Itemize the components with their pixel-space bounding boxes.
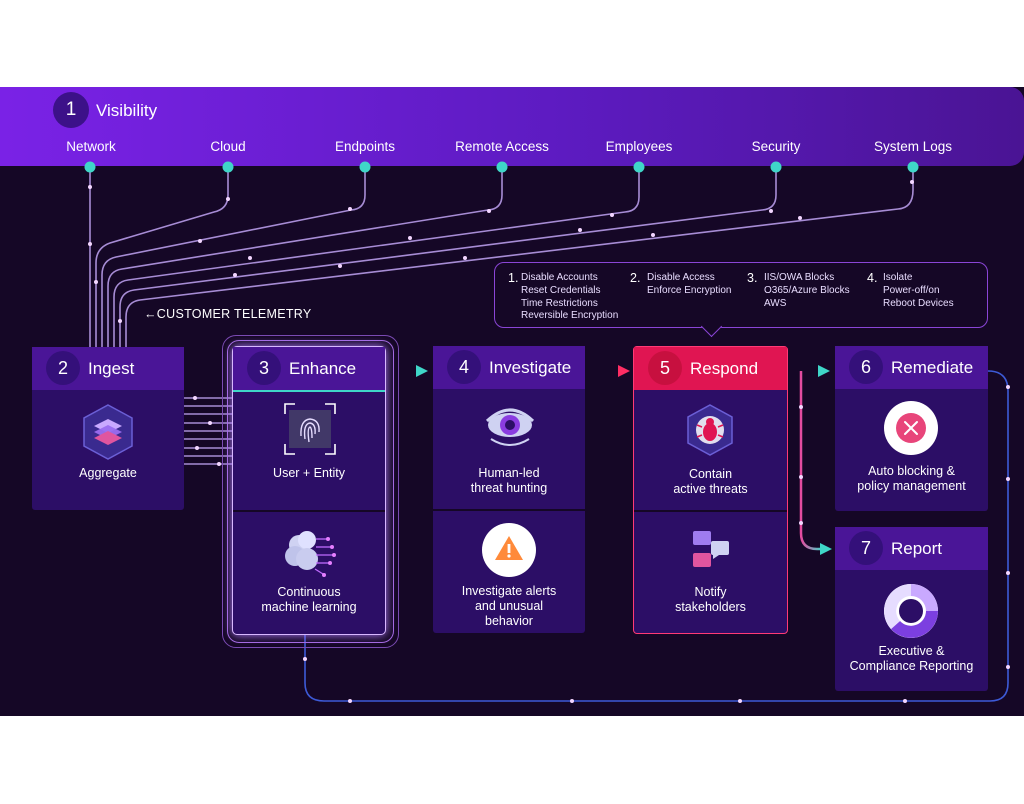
enhance-glow-inner <box>227 340 394 643</box>
report-exec-label: Executive & Compliance Reporting <box>849 644 974 673</box>
remediate-step-number: 6 <box>849 350 883 384</box>
report-title: Report <box>891 539 943 558</box>
chat-bubbles-icon <box>693 531 729 567</box>
respond-step-number: 5 <box>648 351 682 385</box>
customer-telemetry-label: ←CUSTOMER TELEMETRY <box>144 307 312 321</box>
source-system-logs: System Logs <box>873 139 953 154</box>
eye-icon <box>485 408 535 446</box>
respond-notify-label: Notify stakeholders <box>675 585 746 614</box>
investigate-divider <box>433 509 585 511</box>
ingest-step-number: 2 <box>46 351 80 385</box>
remediate-blocking-label: Auto blocking & policy management <box>857 464 966 493</box>
bug-shield-icon <box>687 404 733 456</box>
enhance-divider <box>233 510 385 512</box>
stage-enhance: 3 Enhance User + Entity Continuous machi… <box>232 346 386 635</box>
ingest-header: 2 Ingest <box>32 347 184 390</box>
callout-num-4: 4. <box>867 271 878 285</box>
visibility-band: 1 Visibility Network Cloud Endpoints Rem… <box>0 87 1024 166</box>
connector-wires <box>84 161 1010 703</box>
source-endpoints: Endpoints <box>334 139 396 154</box>
callout-num-2: 2. <box>630 271 641 285</box>
stage-remediate: 6 Remediate Auto blocking & policy manag… <box>835 346 988 511</box>
respond-divider <box>634 510 787 512</box>
report-step-number: 7 <box>849 531 883 565</box>
brain-circuit-icon <box>285 531 336 577</box>
respond-title: Respond <box>690 359 759 378</box>
stage-respond: 5 Respond Contain active threats Notify … <box>633 346 788 634</box>
response-actions-callout: 1. Disable Accounts Reset Credentials Ti… <box>494 262 988 328</box>
diagram-canvas: 1 Visibility Network Cloud Endpoints Rem… <box>0 87 1024 716</box>
warning-triangle-icon <box>482 523 536 577</box>
callout-text-4: Isolate Power-off/on Reboot Devices <box>883 272 954 309</box>
callout-text-1: Disable Accounts Reset Credentials Time … <box>521 272 619 322</box>
remediate-header: 6 Remediate <box>835 346 988 389</box>
close-circle-icon <box>884 401 938 455</box>
callout-num-1: 1. <box>508 271 519 285</box>
investigate-header: 4 Investigate <box>433 346 585 389</box>
source-remote-access: Remote Access <box>455 139 549 154</box>
visibility-title: Visibility <box>96 101 158 120</box>
source-security: Security <box>751 139 801 154</box>
remediate-title: Remediate <box>891 358 974 377</box>
enhance-step-number: 3 <box>247 351 281 385</box>
callout-text-2: Disable Access Enforce Encryption <box>647 272 732 296</box>
ingest-aggregate-label: Aggregate <box>79 466 137 480</box>
report-header: 7 Report <box>835 527 988 570</box>
investigate-title: Investigate <box>489 358 572 377</box>
source-employees: Employees <box>605 139 673 154</box>
investigate-alerts-label: Investigate alerts and unusual behavior <box>461 584 557 628</box>
stage-report: 7 Report Executive & Compliance Reportin… <box>835 527 988 691</box>
enhance-header: 3 Enhance <box>233 347 385 392</box>
enhance-glow-outer <box>222 335 399 648</box>
callout-text-3: IIS/OWA Blocks O365/Azure Blocks AWS <box>764 272 850 309</box>
respond-contain-label: Contain active threats <box>673 467 748 496</box>
enhance-user-entity-label: User + Entity <box>273 466 345 480</box>
donut-chart-icon <box>884 584 938 638</box>
investigate-step-number: 4 <box>447 350 481 384</box>
investigate-hunting-label: Human-led threat hunting <box>470 466 548 495</box>
source-network: Network <box>66 139 116 154</box>
enhance-title: Enhance <box>289 359 357 378</box>
respond-header: 5 Respond <box>634 347 787 390</box>
stage-ingest: 2 Ingest Aggregate <box>32 347 184 510</box>
ingest-title: Ingest <box>88 359 135 378</box>
callout-num-3: 3. <box>747 271 758 285</box>
source-cloud: Cloud <box>210 139 246 154</box>
enhance-ml-label: Continuous machine learning <box>261 585 357 614</box>
layers-stack-icon <box>83 404 133 460</box>
stage-investigate: 4 Investigate Human-led threat hunting I… <box>433 346 585 633</box>
visibility-step-number: 1 <box>53 92 89 128</box>
fingerprint-scan-icon <box>284 403 336 455</box>
